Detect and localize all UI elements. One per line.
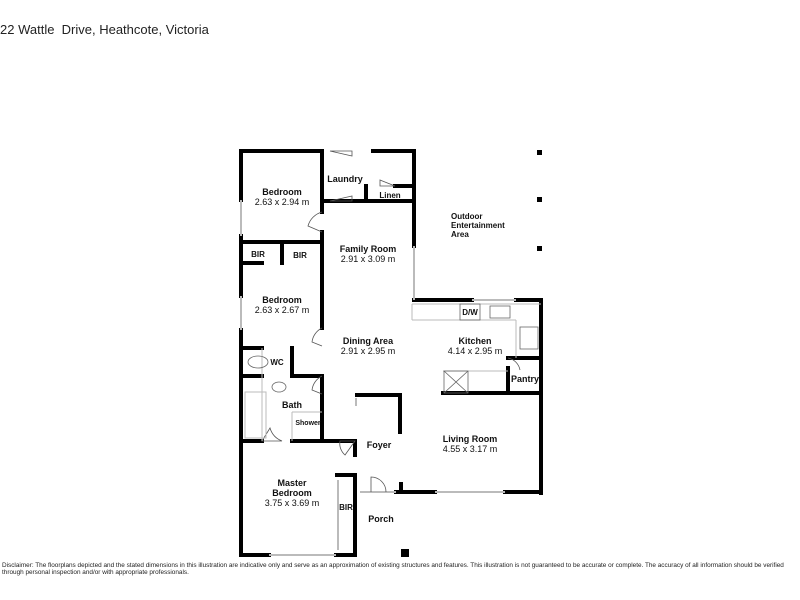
disclaimer-text: Disclaimer: The floorplans depicted and …	[2, 562, 784, 576]
room-laundry: Laundry	[327, 174, 363, 184]
room-master-bedroom: Master Bedroom 3.75 x 3.69 m	[264, 478, 320, 508]
room-linen: Linen	[379, 191, 401, 200]
room-bir-2: BIR	[293, 251, 307, 260]
room-porch: Porch	[368, 514, 394, 524]
room-shower: Shower	[295, 420, 321, 427]
room-dining: Dining Area 2.91 x 2.95 m	[340, 336, 396, 356]
room-bedroom-2: Bedroom 2.63 x 2.67 m	[254, 295, 310, 315]
room-pantry: Pantry	[510, 374, 540, 384]
room-wc: WC	[270, 358, 284, 367]
room-bir-3: BIR	[339, 503, 353, 512]
room-bedroom-1: Bedroom 2.63 x 2.94 m	[254, 187, 310, 207]
room-living: Living Room 4.55 x 3.17 m	[442, 434, 498, 454]
room-kitchen: Kitchen 4.14 x 2.95 m	[447, 336, 503, 356]
room-outdoor-entertainment: Outdoor Entertainment Area	[451, 212, 505, 239]
room-foyer: Foyer	[366, 440, 392, 450]
property-address: 22 Wattle Drive, Heathcote, Victoria	[0, 22, 209, 37]
room-family: Family Room 2.91 x 3.09 m	[339, 244, 397, 264]
room-bath: Bath	[282, 400, 302, 410]
room-bir-1: BIR	[251, 250, 265, 259]
dishwasher-label: D/W	[462, 308, 478, 317]
